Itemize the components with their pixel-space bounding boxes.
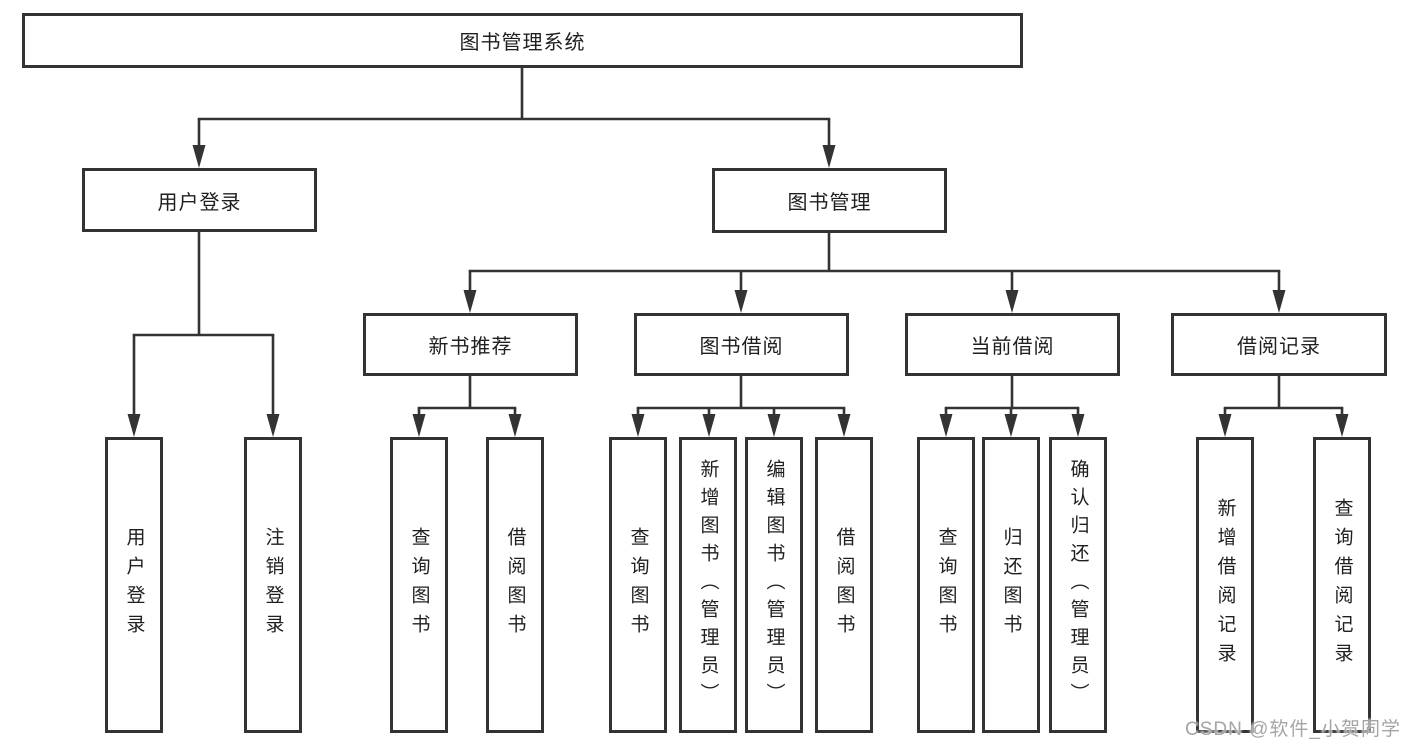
node-user-login: 用户登录	[82, 168, 317, 232]
node-leaf-logout: 注销登录	[244, 437, 302, 733]
watermark: CSDN @软件_小贺同学	[1185, 719, 1401, 740]
arrowhead-icon	[127, 414, 141, 437]
node-library-system: 图书管理系统	[22, 13, 1023, 68]
arrowhead-icon	[837, 414, 851, 437]
node-leaf-bb-query-book: 查询图书	[609, 437, 667, 733]
node-leaf-rec-borrow-book: 借阅图书	[486, 437, 544, 733]
arrowhead-icon	[631, 414, 645, 437]
node-leaf-br-query-record: 查询借阅记录	[1313, 437, 1371, 733]
node-new-book-recommend: 新书推荐	[363, 313, 578, 376]
node-leaf-rec-query-book: 查询图书	[390, 437, 448, 733]
node-leaf-bb-edit-book: 编辑图书（管理员）	[745, 437, 803, 733]
arrowhead-icon	[734, 290, 748, 313]
arrowhead-icon	[1218, 414, 1232, 437]
node-book-management: 图书管理	[712, 168, 947, 233]
node-current-borrowing: 当前借阅	[905, 313, 1120, 376]
node-leaf-cb-query-book: 查询图书	[917, 437, 975, 733]
arrowhead-icon	[1005, 290, 1019, 313]
node-borrowing-records: 借阅记录	[1171, 313, 1387, 376]
arrowhead-icon	[463, 290, 477, 313]
node-leaf-bb-add-book: 新增图书（管理员）	[679, 437, 737, 733]
node-leaf-br-add-record: 新增借阅记录	[1196, 437, 1254, 733]
arrowhead-icon	[939, 414, 953, 437]
arrowhead-icon	[1071, 414, 1085, 437]
node-leaf-cb-return-book: 归还图书	[982, 437, 1040, 733]
arrowhead-icon	[767, 414, 781, 437]
arrowhead-icon	[412, 414, 426, 437]
arrowhead-icon	[266, 414, 280, 437]
arrowhead-icon	[702, 414, 716, 437]
node-leaf-cb-confirm-return: 确认归还（管理员）	[1049, 437, 1107, 733]
arrowhead-icon	[192, 145, 206, 168]
node-book-borrowing: 图书借阅	[634, 313, 849, 376]
node-leaf-bb-borrow-book: 借阅图书	[815, 437, 873, 733]
arrowhead-icon	[1004, 414, 1018, 437]
arrowhead-icon	[1335, 414, 1349, 437]
arrowhead-icon	[822, 145, 836, 168]
node-leaf-user-login: 用户登录	[105, 437, 163, 733]
arrowhead-icon	[1272, 290, 1286, 313]
arrowhead-icon	[508, 414, 522, 437]
